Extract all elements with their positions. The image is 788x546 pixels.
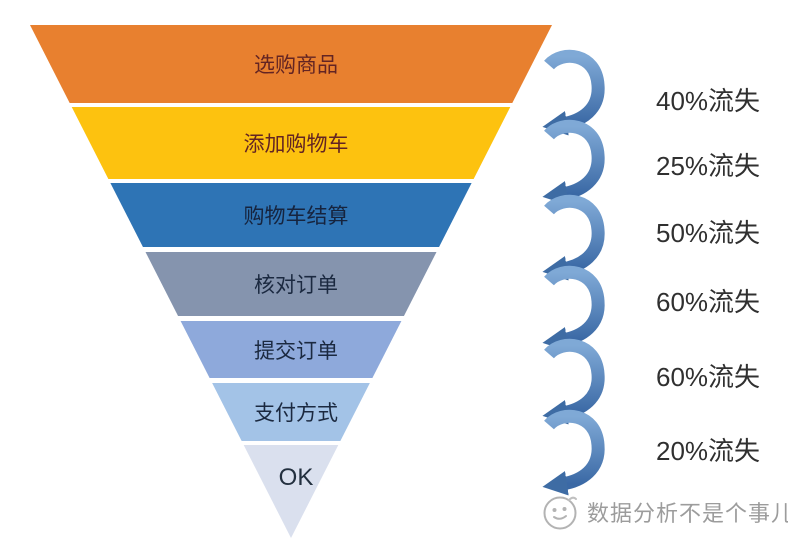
- funnel-stage-label: 选购商品: [254, 54, 338, 77]
- loss-curved-arrow-icon: [542, 265, 605, 352]
- loss-curved-arrow-icon: [542, 119, 605, 206]
- loss-label: 60%流失: [656, 287, 760, 317]
- loss-arrows: [542, 49, 605, 496]
- funnel-stage: [243, 445, 339, 538]
- loss-label: 50%流失: [656, 218, 760, 248]
- loss-labels: 40%流失 25%流失 50%流失 60%流失 60%流失 20%流失: [656, 86, 760, 466]
- funnel-stage-label: 添加购物车: [244, 133, 349, 156]
- funnel-stage: [212, 383, 370, 441]
- funnel-stage-label: 购物车结算: [244, 205, 349, 228]
- loss-curved-arrow-icon: [542, 194, 605, 281]
- funnel-stage: [110, 183, 472, 247]
- loss-curved-arrow-icon: [542, 409, 605, 496]
- loss-curved-arrow-icon: [542, 338, 605, 425]
- loss-curved-arrow-icon: [542, 49, 605, 136]
- funnel-stage: [180, 321, 402, 378]
- loss-label: 25%流失: [656, 151, 760, 181]
- loss-label: 40%流失: [656, 86, 760, 116]
- loss-label: 60%流失: [656, 362, 760, 392]
- funnel-stage: [30, 25, 552, 103]
- funnel-stage: [71, 107, 511, 179]
- funnel-stage-label: 核对订单: [254, 274, 338, 297]
- funnel-stage-label: 提交订单: [254, 340, 338, 363]
- funnel-stage: [145, 252, 437, 316]
- loss-label: 20%流失: [656, 436, 760, 466]
- funnel-stage-label: 支付方式: [254, 402, 338, 425]
- funnel-stage-label: OK: [279, 464, 314, 491]
